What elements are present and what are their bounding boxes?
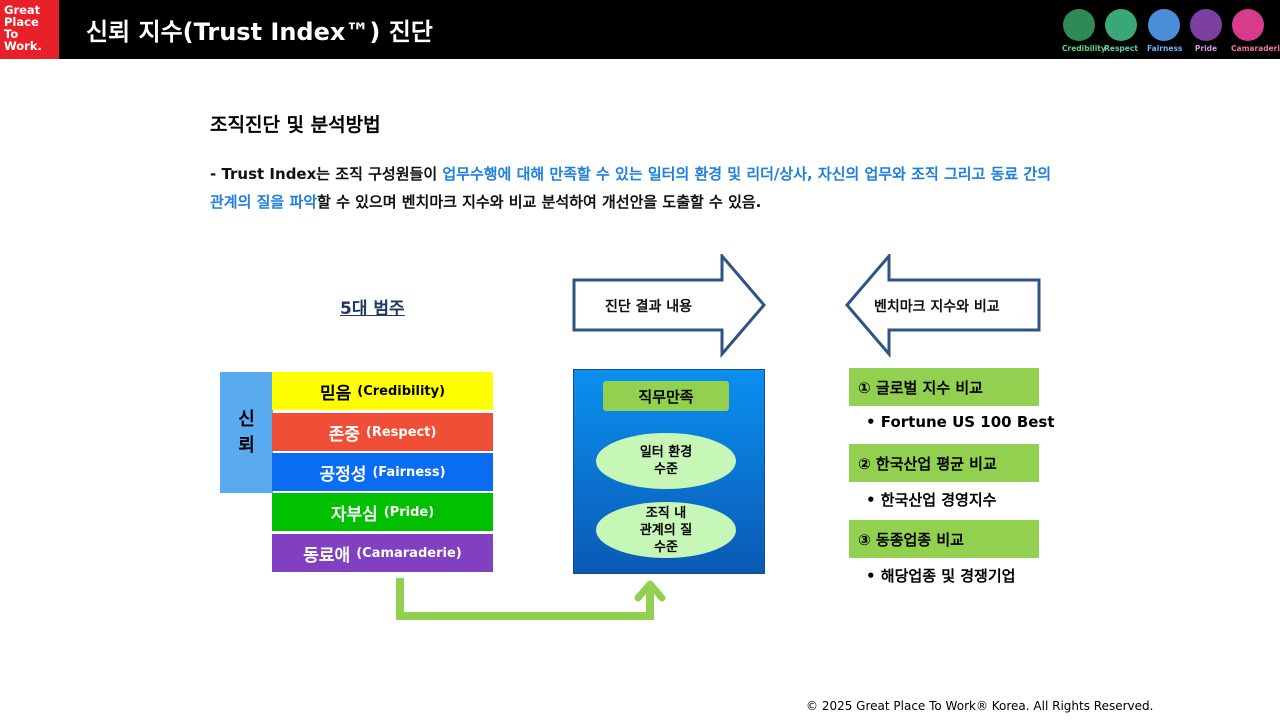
copyright-footer: © 2025 Great Place To Work® Korea. All R… — [806, 699, 1154, 713]
workplace-environment-oval: 일터 환경 수준 — [596, 433, 736, 489]
global-index-comparison: ① 글로벌 지수 비교 — [849, 368, 1039, 406]
credibility-icon — [1063, 9, 1095, 41]
korea-industry-comparison: ② 한국산업 평균 비교 — [849, 444, 1039, 482]
result-arrow-shape — [572, 254, 766, 358]
page-title: 신뢰 지수(Trust Index™) 진단 — [86, 18, 433, 46]
connector-arrow — [396, 578, 666, 620]
category-camaraderie: 동료애(Camaraderie) — [272, 534, 493, 572]
fairness-badge: Fairness — [1147, 9, 1182, 53]
respect-icon — [1105, 9, 1137, 41]
korea-industry-bullet: • 한국산업 경영지수 — [866, 491, 997, 509]
fairness-icon — [1148, 9, 1180, 41]
five-categories-title: 5대 범주 — [340, 299, 405, 319]
description-paragraph: - Trust Index는 조직 구성원들이 업무수행에 대해 만족할 수 있… — [210, 165, 1052, 211]
global-index-bullet: • Fortune US 100 Best — [866, 413, 1055, 431]
job-satisfaction-label: 직무만족 — [603, 381, 729, 411]
gptw-logo: Great Place To Work. — [0, 0, 59, 59]
benchmark-arrow-shape — [845, 254, 1041, 358]
category-fairness: 공정성(Fairness) — [272, 453, 493, 491]
pride-icon — [1190, 9, 1222, 41]
same-industry-comparison: ③ 동종업종 비교 — [849, 520, 1039, 558]
respect-badge: Respect — [1104, 9, 1138, 53]
result-arrow-label: 진단 결과 내용 — [605, 299, 693, 315]
category-credibility: 믿음(Credibility) — [272, 372, 493, 410]
credibility-badge: Credibility — [1062, 9, 1106, 53]
same-industry-bullet: • 해당업종 및 경쟁기업 — [866, 567, 1016, 585]
category-pride: 자부심(Pride) — [272, 493, 493, 531]
benchmark-arrow-label: 벤치마크 지수와 비교 — [874, 299, 1000, 315]
pride-badge: Pride — [1189, 9, 1223, 53]
section-title: 조직진단 및 분석방법 — [210, 114, 381, 136]
trust-label-box: 신 뢰 — [220, 372, 273, 493]
category-respect: 존중(Respect) — [272, 413, 493, 451]
description-highlight: 업무수행에 대해 만족할 수 있는 일터의 환경 및 리더/상사, 자신의 업무… — [210, 165, 1052, 211]
camaraderie-icon — [1232, 9, 1264, 41]
relationship-quality-oval: 조직 내 관계의 질 수준 — [596, 502, 736, 558]
camaraderie-badge: Camaraderie — [1231, 9, 1280, 53]
